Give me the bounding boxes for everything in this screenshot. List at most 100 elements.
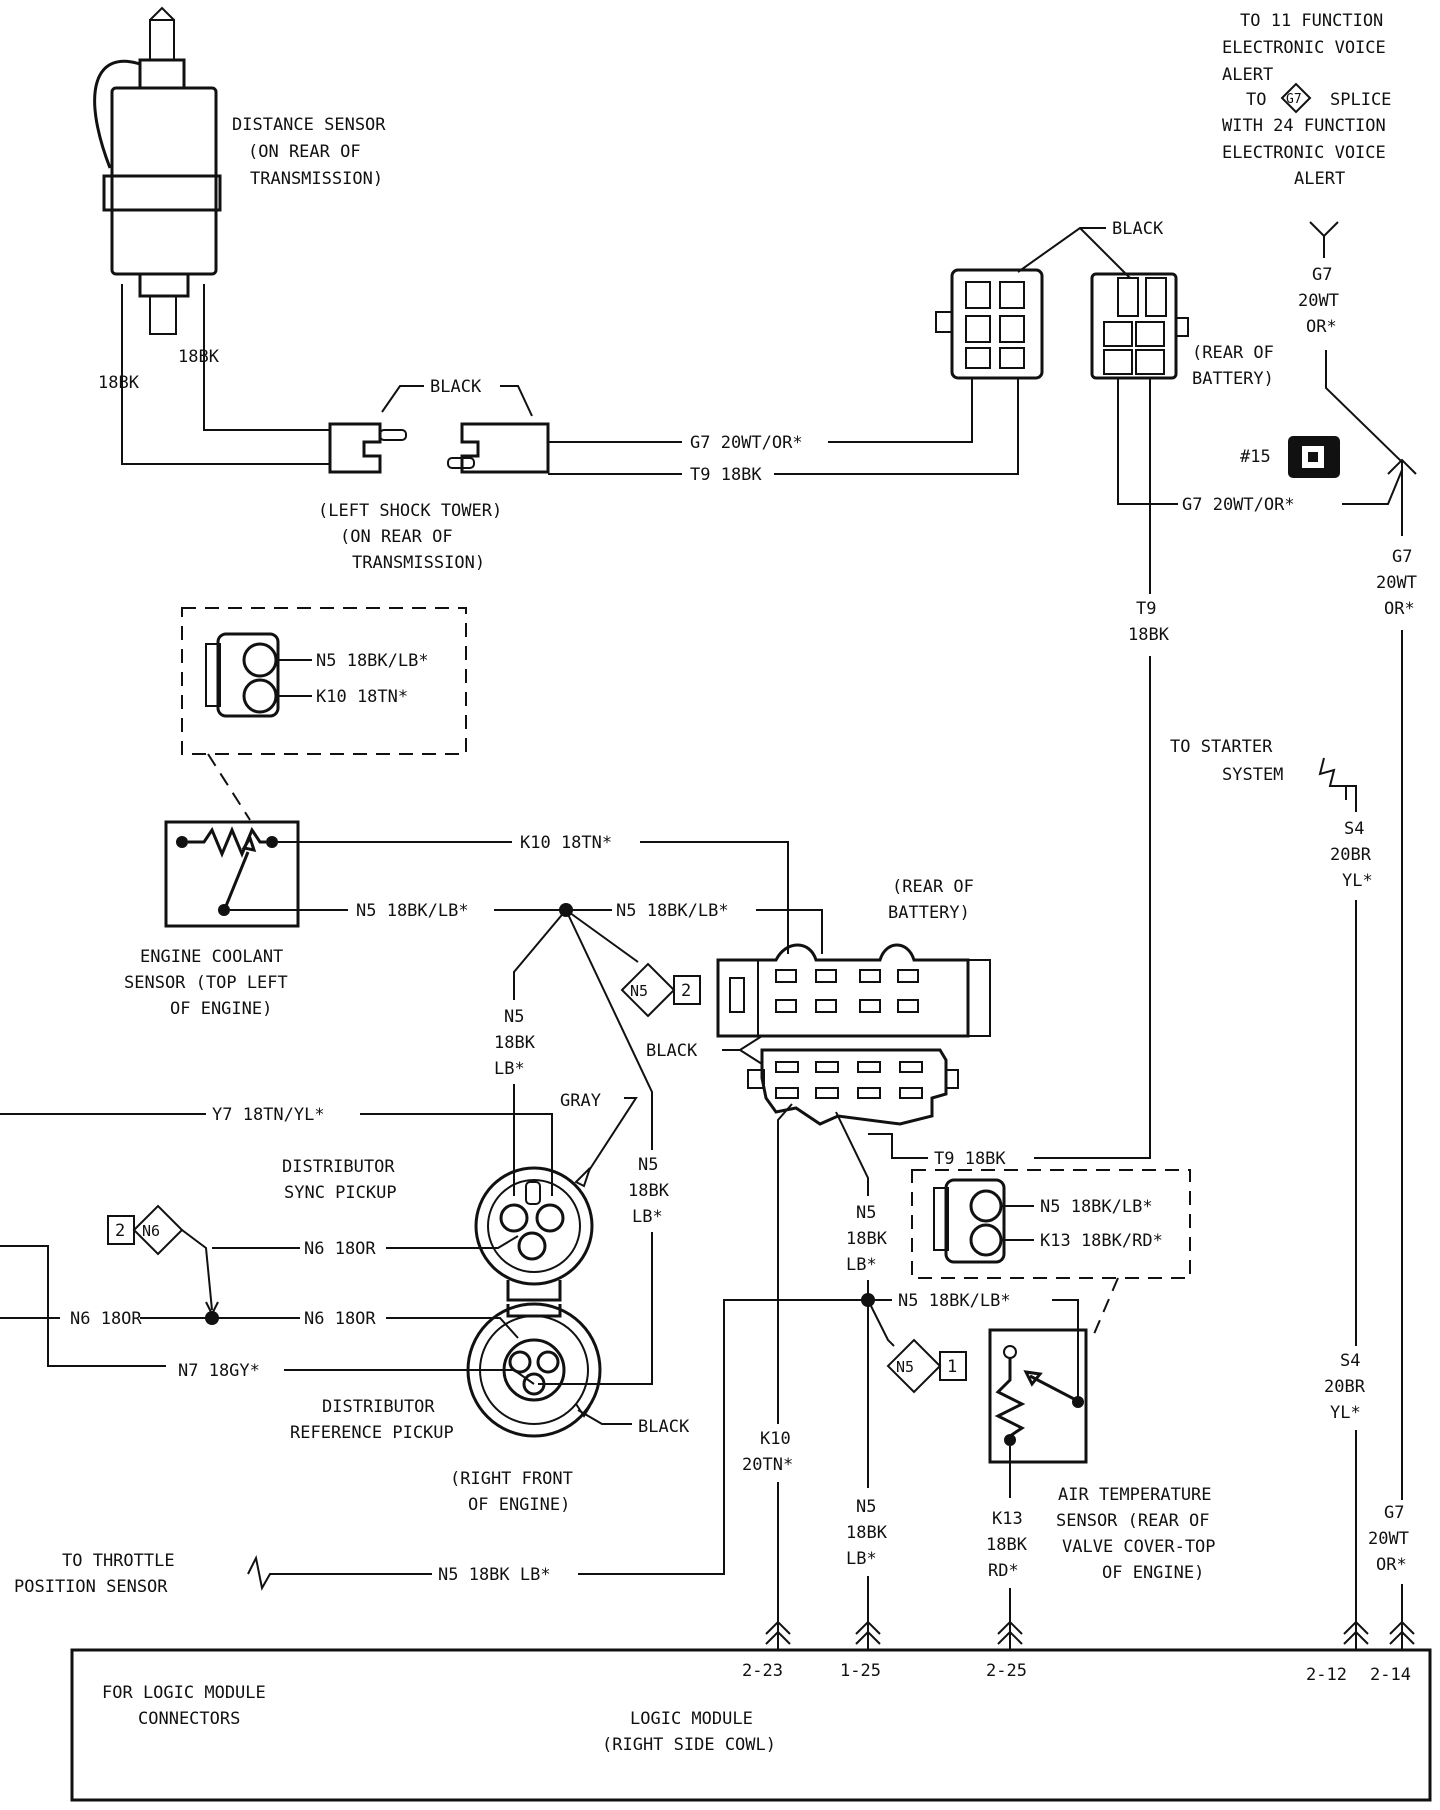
g7-vert-top-2: 20WT: [1298, 291, 1339, 311]
gray-arrowhead: [574, 1167, 591, 1188]
n5-v1-2: 18BK: [494, 1033, 536, 1053]
air-temp-connector: [933, 1178, 1006, 1264]
shock-tower-connector: [328, 422, 550, 474]
gray-label: GRAY: [560, 1091, 601, 1111]
black-leader-top-a: [1017, 227, 1106, 273]
voice-alert-4: TO: [1246, 90, 1266, 110]
throttle-2: POSITION SENSOR: [14, 1577, 168, 1597]
svg-text:2: 2: [681, 981, 691, 1001]
n5-v2-1: N5: [638, 1155, 658, 1175]
wire-n5-throttle: N5 18BK LB*: [438, 1565, 551, 1585]
coolant-connector: [205, 632, 280, 718]
coolant-label-2: SENSOR (TOP LEFT: [124, 973, 288, 993]
wire-n6-a: N6 18OR: [304, 1239, 376, 1259]
air-temp-sensor-symbol: [988, 1328, 1088, 1464]
shock-tower-label-2: (ON REAR OF: [340, 527, 453, 547]
distance-sensor: [93, 6, 222, 335]
sensor-wire-left: [121, 284, 330, 465]
t9-vert-2: 18BK: [1128, 625, 1170, 645]
wire-k10-h: K10 18TN*: [520, 833, 612, 853]
n6-junction: [205, 1311, 219, 1325]
g7-vert-bottom-2: 20WT: [1368, 1529, 1409, 1549]
air-temp-3: VALVE COVER-TOP: [1062, 1537, 1216, 1557]
splice-n6-2: 2 N6: [107, 1204, 219, 1317]
g7-vert-right-3: OR*: [1384, 599, 1415, 619]
coolant-n5-label: N5 18BK/LB*: [316, 651, 429, 671]
air-n5-label: N5 18BK/LB*: [1040, 1197, 1153, 1217]
n5-v4-2: 18BK: [846, 1523, 888, 1543]
g7-vert-right-2: 20WT: [1376, 573, 1417, 593]
g7-vert-bottom-3: OR*: [1376, 1555, 1407, 1575]
pin-2-25: 2-25: [986, 1661, 1027, 1681]
wire-t9-low-label: T9 18BK: [934, 1149, 1006, 1169]
wire-n6-b: N6 18OR: [304, 1309, 376, 1329]
logic-connectors-2: CONNECTORS: [138, 1709, 240, 1729]
n5-v1-3: LB*: [494, 1059, 525, 1079]
rear-battery-mid-1: (REAR OF: [892, 877, 974, 897]
throttle-break: [247, 1554, 432, 1591]
black-connector-left: [935, 268, 1044, 380]
distance-sensor-label-1: DISTANCE SENSOR: [232, 115, 386, 135]
t9-vert-1: T9: [1136, 599, 1156, 619]
black-leader-left: [381, 385, 424, 413]
svg-text:G7: G7: [1286, 92, 1302, 107]
starter-1: TO STARTER: [1170, 737, 1273, 757]
dist-sync-2: SYNC PICKUP: [284, 1183, 397, 1203]
rear-battery-top-1: (REAR OF: [1192, 343, 1274, 363]
voice-alert-8: ALERT: [1294, 169, 1345, 189]
distance-sensor-label-3: TRANSMISSION): [250, 169, 383, 189]
k10-v-1: K10: [760, 1429, 791, 1449]
g7-vert-right-1: G7: [1392, 547, 1412, 567]
pin-2-14: 2-14: [1370, 1665, 1411, 1685]
pin-2-23: 2-23: [742, 1661, 783, 1681]
s4-b-2: 20BR: [1324, 1377, 1366, 1397]
coolant-label-3: OF ENGINE): [170, 999, 272, 1019]
wire-g7-top-label: G7 20WT/OR*: [690, 433, 803, 453]
logic-module-box: [70, 1648, 1432, 1802]
n5-v3-3: LB*: [846, 1255, 877, 1275]
black-leader-right: [500, 385, 533, 417]
g7-junction: [1387, 458, 1417, 536]
g7-vert-bottom-1: G7: [1384, 1503, 1404, 1523]
splice-n5-1: N5 1: [867, 1299, 967, 1394]
rear-battery-mid-2: BATTERY): [888, 903, 970, 923]
distributor-sync-pickup: [474, 1166, 594, 1302]
voice-alert-7: ELECTRONIC VOICE: [1222, 143, 1386, 163]
svg-text:N5: N5: [630, 982, 648, 1000]
wire-18bk-right: 18BK: [178, 347, 220, 367]
logic-module-pin-arrows: [765, 1612, 1415, 1650]
coolant-connector-box: [181, 607, 467, 755]
gray-leader: [587, 1097, 638, 1173]
battery-connector-bottom: [747, 1048, 959, 1126]
svg-text:2: 2: [115, 1221, 125, 1241]
dist-ref-1: DISTRIBUTOR: [322, 1397, 435, 1417]
fuse-label: #15: [1240, 447, 1271, 467]
svg-text:1: 1: [947, 1357, 957, 1377]
black-label-top: BLACK: [1112, 219, 1164, 239]
starter-wire-top: [1346, 785, 1357, 812]
s4-b-3: YL*: [1330, 1403, 1361, 1423]
wire-18bk-left: 18BK: [98, 373, 140, 393]
voice-alert-2: ELECTRONIC VOICE: [1222, 38, 1386, 58]
black-label-mid: BLACK: [646, 1041, 698, 1061]
coolant-sensor-symbol: [164, 820, 300, 928]
splice-ref-g7: G7: [1280, 82, 1312, 114]
k13-v-2: 18BK: [986, 1535, 1028, 1555]
n5-v4-3: LB*: [846, 1549, 877, 1569]
wire-g7-mid-label: G7 20WT/OR*: [1182, 495, 1295, 515]
air-temp-2: SENSOR (REAR OF: [1056, 1511, 1210, 1531]
air-temp-leader-dashed: [1093, 1277, 1119, 1335]
g7-vert-top-3: OR*: [1306, 317, 1337, 337]
black-connector-right: [1090, 272, 1189, 380]
k10-v-2: 20TN*: [742, 1455, 793, 1475]
g7-vert-top-1: G7: [1312, 265, 1332, 285]
wire-n6-c: N6 18OR: [70, 1309, 142, 1329]
right-front-1: (RIGHT FRONT: [450, 1469, 573, 1489]
s4-a-3: YL*: [1342, 871, 1373, 891]
battery-connector-top: [716, 943, 991, 1038]
shock-tower-label-3: TRANSMISSION): [352, 553, 485, 573]
black-leader-mid: [722, 1035, 763, 1065]
coolant-k10-label: K10 18TN*: [316, 687, 408, 707]
voice-alert-arrow: [1309, 221, 1339, 258]
